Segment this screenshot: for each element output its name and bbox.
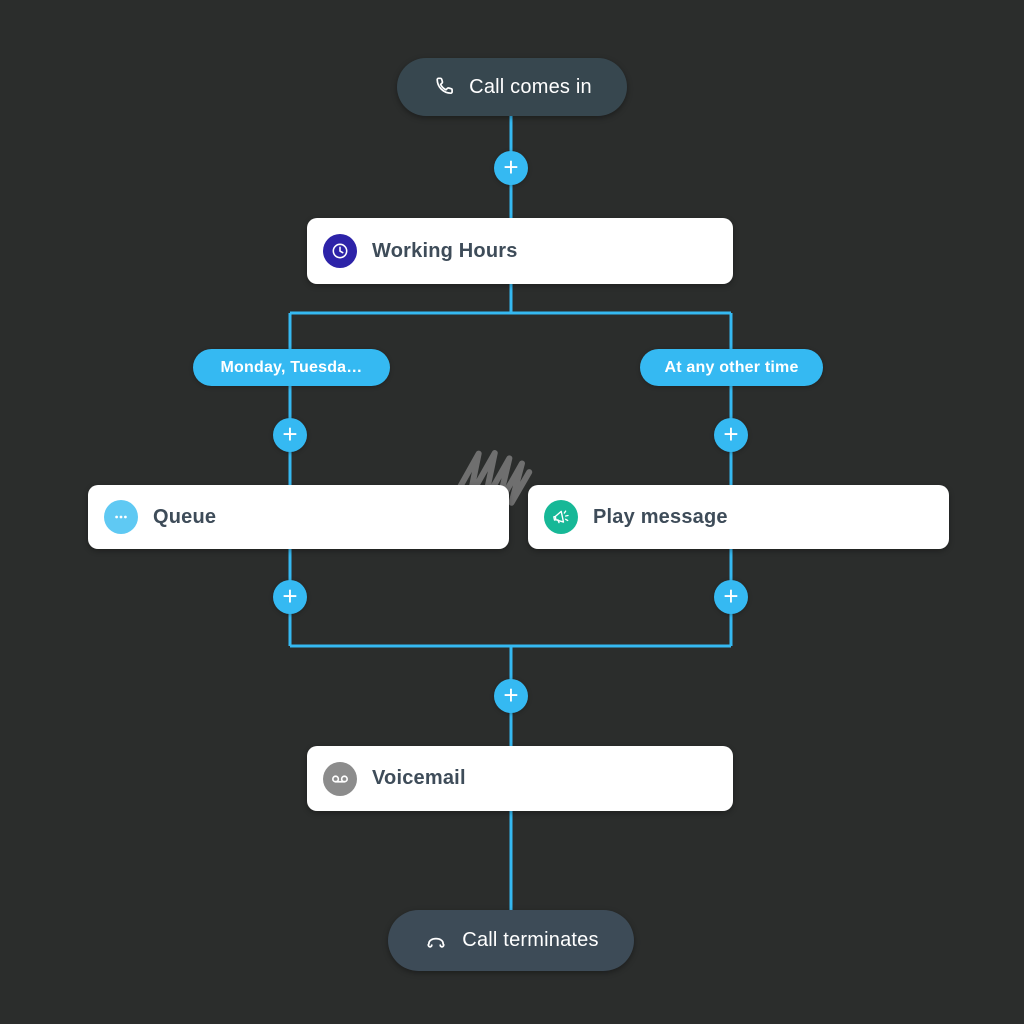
voicemail-icon xyxy=(323,761,357,796)
play-message-node[interactable]: Play message xyxy=(528,485,949,549)
branch-label-any-other-time[interactable]: At any other time xyxy=(640,349,823,386)
add-step-button-after-start[interactable]: + xyxy=(494,151,528,185)
start-node-label: Call comes in xyxy=(469,75,592,98)
plus-icon: + xyxy=(503,680,519,710)
end-node-label: Call terminates xyxy=(462,929,599,951)
ellipsis-icon xyxy=(104,500,138,534)
add-step-button-after-queue[interactable]: + xyxy=(273,580,307,614)
plus-icon: + xyxy=(723,419,739,449)
queue-node[interactable]: Queue xyxy=(88,485,509,549)
play-message-label: Play message xyxy=(593,505,728,528)
end-node-call-terminates[interactable]: Call terminates xyxy=(388,910,634,971)
working-hours-label: Working Hours xyxy=(372,239,518,262)
add-step-button-after-play-message[interactable]: + xyxy=(714,580,748,614)
branch-right-label: At any other time xyxy=(664,358,799,376)
megaphone-icon xyxy=(544,500,578,534)
clock-icon xyxy=(323,234,357,268)
incoming-call-icon xyxy=(432,75,456,99)
plus-icon: + xyxy=(282,419,298,449)
hangup-call-icon xyxy=(423,928,449,954)
add-step-button-branch-right[interactable]: + xyxy=(714,418,748,452)
plus-icon: + xyxy=(282,581,298,611)
plus-icon: + xyxy=(503,152,519,182)
add-step-button-branch-left[interactable]: + xyxy=(273,418,307,452)
plus-icon: + xyxy=(723,581,739,611)
branch-label-working-days[interactable]: Monday, Tuesda… xyxy=(193,349,390,386)
queue-label: Queue xyxy=(153,505,217,528)
voicemail-label: Voicemail xyxy=(372,767,466,789)
working-hours-node[interactable]: Working Hours xyxy=(307,218,733,284)
branch-left-label: Monday, Tuesda… xyxy=(220,358,363,376)
voicemail-node[interactable]: Voicemail xyxy=(307,746,733,811)
add-step-button-before-voicemail[interactable]: + xyxy=(494,679,528,713)
start-node-call-comes-in[interactable]: Call comes in xyxy=(397,58,627,116)
